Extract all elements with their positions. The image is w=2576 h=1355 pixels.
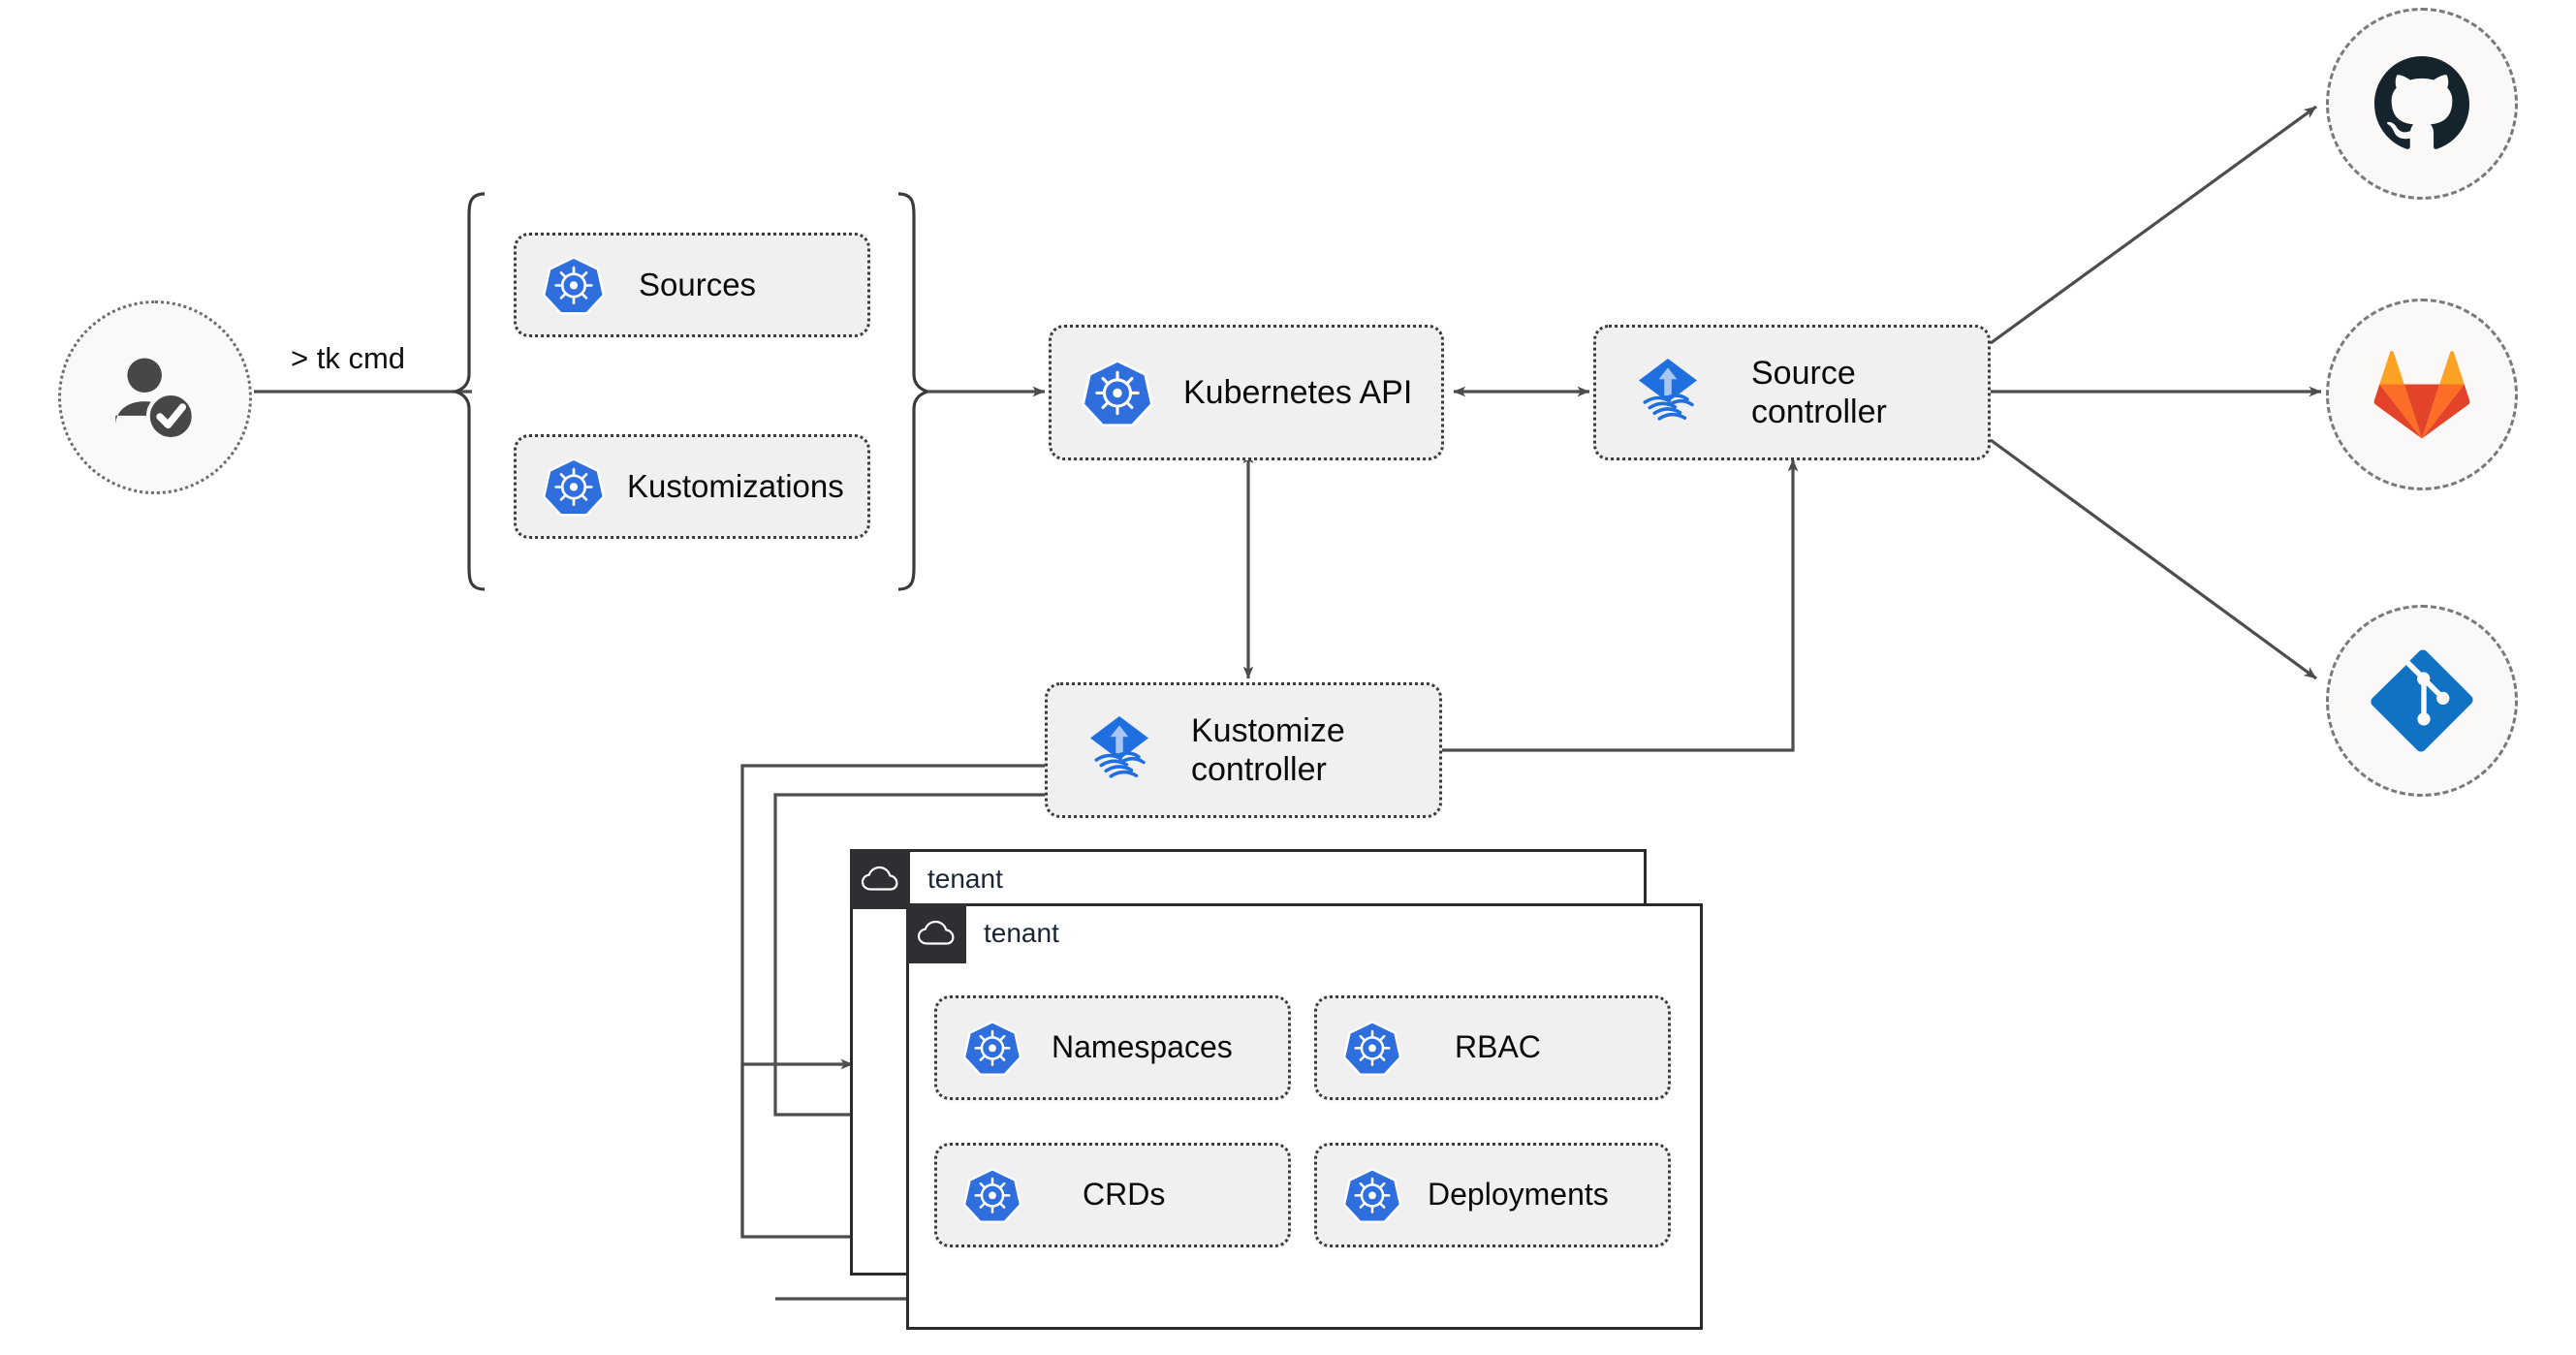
namespaces-label: Namespaces (1052, 1029, 1233, 1065)
gitlab-icon (2373, 351, 2470, 439)
tenant-1-label: tenant (927, 864, 1003, 894)
kubernetes-icon (542, 256, 606, 315)
kubernetes-icon (1342, 1021, 1402, 1076)
flux-icon (1639, 359, 1697, 421)
tenant-2-label: tenant (984, 918, 1059, 948)
git-node[interactable] (2326, 605, 2518, 797)
rbac-node[interactable]: RBAC (1314, 995, 1671, 1100)
tenant-cluster-2[interactable]: tenant Namespaces (906, 903, 1703, 1330)
cloud-icon (850, 849, 910, 909)
namespaces-node[interactable]: Namespaces (934, 995, 1291, 1100)
github-node[interactable] (2326, 8, 2518, 200)
sources-label: Sources (639, 266, 757, 302)
kubernetes-icon (962, 1168, 1022, 1223)
tenant-1-header: tenant (850, 849, 1003, 909)
git-icon (2371, 649, 2473, 752)
gitlab-node[interactable] (2326, 299, 2518, 490)
wire-source-to-github (1990, 105, 2317, 345)
wire-source-to-git (1990, 438, 2317, 680)
sources-node[interactable]: Sources (514, 233, 870, 337)
wire-kc-tenant-1 (740, 1058, 854, 1237)
kubernetes-icon (542, 457, 606, 517)
deployments-node[interactable]: Deployments (1314, 1143, 1671, 1247)
brace-left (450, 192, 486, 591)
kustomizations-node[interactable]: Kustomizations (514, 434, 870, 539)
github-icon (2374, 56, 2469, 149)
source-controller-node[interactable]: Source controller (1593, 325, 1991, 460)
kubernetes-api-label: Kubernetes API (1183, 373, 1413, 411)
flux-icon (1090, 716, 1148, 778)
crds-label: CRDs (1083, 1177, 1166, 1213)
kubernetes-icon (1081, 360, 1154, 427)
kustomizations-label: Kustomizations (627, 467, 844, 504)
rbac-label: RBAC (1455, 1029, 1541, 1065)
kubernetes-api-node[interactable]: Kubernetes API (1049, 325, 1444, 460)
authenticated-user-node[interactable] (58, 300, 252, 494)
tenant-2-header: tenant (906, 903, 1059, 963)
crds-node[interactable]: CRDs (934, 1143, 1291, 1247)
kustomize-controller-node[interactable]: Kustomize controller (1045, 682, 1442, 818)
kubernetes-icon (962, 1021, 1022, 1076)
tk-command-label: > tk cmd (291, 341, 406, 375)
wire-kustomize-to-source (1440, 458, 1799, 752)
kustomize-controller-label: Kustomize controller (1191, 711, 1345, 788)
kubernetes-icon (1342, 1168, 1402, 1223)
cloud-icon (906, 903, 966, 963)
user-check-icon (115, 358, 196, 441)
brace-right (897, 192, 933, 591)
deployments-label: Deployments (1428, 1177, 1609, 1213)
source-controller-label: Source controller (1751, 354, 1887, 430)
